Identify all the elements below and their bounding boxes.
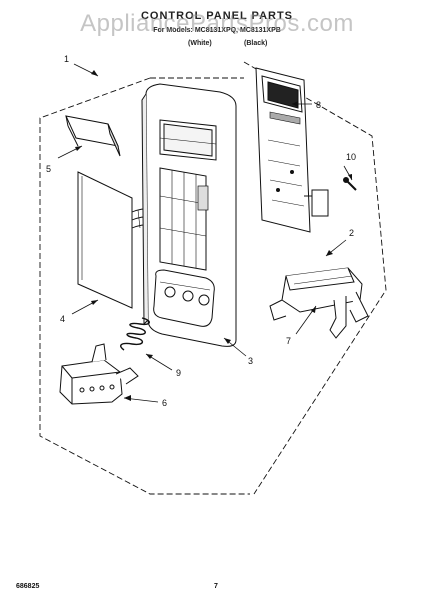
leader-arrowheads [75,70,352,401]
model-numbers: For Models: MC8131XPQ, MC8131XPB [153,27,281,34]
color-white-label: (White) [188,40,212,47]
watermark-text: AppliancePartsPros.com [80,10,354,37]
part-5-window [65,115,121,157]
assembly-boundary-2 [243,61,387,495]
callout-8: 8 [316,100,321,110]
diagram-title: CONTROL PANEL PARTS [140,10,294,22]
callout-5: 5 [46,164,51,174]
callout-7: 7 [286,336,291,346]
part-8-control-board [255,67,329,233]
part-7-latch-lever [269,267,369,339]
callout-10: 10 [346,152,356,162]
callout-4: 4 [60,314,65,324]
assembly-boundary-1 [39,77,250,495]
color-black-label: (Black) [244,40,268,47]
page-number: 7 [214,583,218,590]
document-code: 686825 [16,583,40,590]
callout-1: 1 [64,54,69,64]
part-6-button-assembly [59,343,139,405]
part-3-control-panel-frame [141,83,237,347]
callout-2: 2 [349,228,354,238]
part-10-screw [343,177,357,191]
callout-9: 9 [176,368,181,378]
callout-3: 3 [248,356,253,366]
part-9-spring [120,317,150,351]
callout-6: 6 [162,398,167,408]
